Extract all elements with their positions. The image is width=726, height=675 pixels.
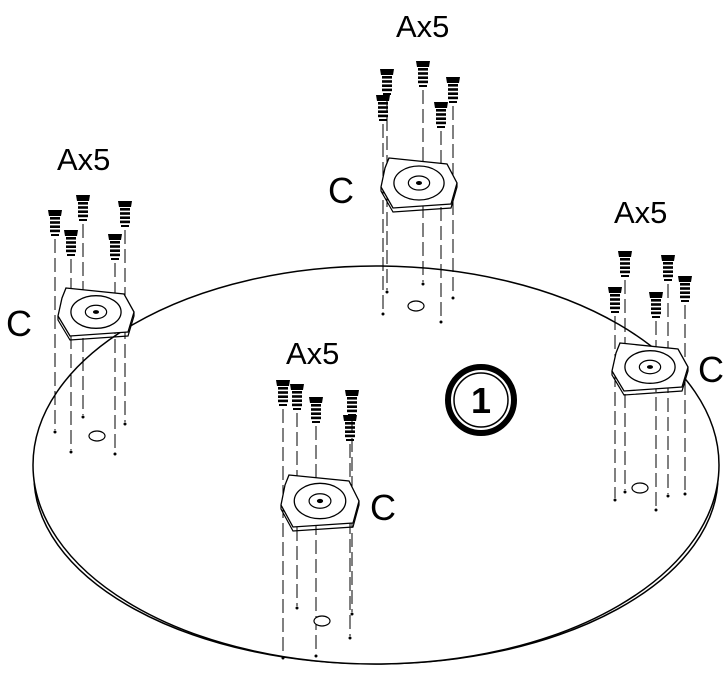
screw-icon: [64, 230, 78, 256]
screw-icon: [343, 415, 357, 441]
screws-label-right: Ax5: [614, 195, 667, 230]
screw-icon: [649, 292, 663, 318]
group-left: [48, 195, 135, 456]
hole-dot: [69, 450, 73, 454]
screw-icon: [434, 102, 448, 128]
screw-icon: [276, 380, 290, 406]
screw-icon: [76, 195, 90, 221]
group-right: [608, 251, 692, 512]
screw-icon: [380, 69, 394, 95]
screw-icon: [309, 397, 323, 423]
hole-dot: [654, 508, 658, 512]
hole-dot: [348, 636, 352, 640]
screw-icon: [608, 287, 622, 313]
screws-label-center: Ax5: [286, 336, 339, 371]
table-hole-icon: [313, 615, 331, 627]
screw-icon: [108, 234, 122, 260]
hole-dot: [421, 282, 425, 286]
hole-dot: [295, 606, 299, 610]
hole-dot: [666, 494, 670, 498]
hole-dot: [123, 422, 127, 426]
table-hole-icon: [88, 430, 106, 442]
screw-icon: [678, 276, 692, 302]
bracket-label-center: C: [370, 487, 396, 528]
hole-dot: [451, 296, 455, 300]
hole-dot: [81, 415, 85, 419]
hole-dot: [385, 290, 389, 294]
table-hole-icon: [407, 300, 425, 312]
mounting-plate-icon: [280, 474, 360, 532]
screw-icon: [290, 384, 304, 410]
screws-label-top: Ax5: [396, 9, 449, 44]
screw-icon: [48, 210, 62, 236]
bracket-label-top: C: [328, 170, 354, 211]
hole-dot: [113, 452, 117, 456]
hole-dot: [53, 430, 57, 434]
screw-icon: [661, 255, 675, 281]
mounting-plate-icon: [57, 287, 135, 341]
bracket-label-left: C: [6, 303, 32, 344]
hole-dot: [623, 490, 627, 494]
step-number-icon: 1: [445, 364, 517, 436]
hole-dot: [439, 320, 443, 324]
group-center: [276, 380, 360, 660]
screw-icon: [118, 201, 132, 227]
mounting-plate-icon: [611, 342, 689, 396]
hole-dot: [350, 612, 354, 616]
hole-dot: [613, 498, 617, 502]
bracket-label-right: C: [698, 349, 724, 390]
hole-dot: [683, 492, 687, 496]
screw-icon: [376, 95, 390, 121]
table-hole-icon: [631, 482, 649, 494]
hole-dot: [281, 656, 285, 660]
screw-icon: [618, 251, 632, 277]
screw-icon: [446, 77, 460, 103]
screws-label-left: Ax5: [57, 142, 110, 177]
tabletop-icon: [32, 265, 720, 665]
hole-dot: [314, 654, 318, 658]
screw-icon: [345, 390, 359, 416]
screw-icon: [416, 61, 430, 87]
mounting-plate-icon: [380, 157, 458, 213]
step-number: 1: [471, 380, 491, 421]
group-top: [376, 61, 460, 324]
hole-dot: [381, 312, 385, 316]
